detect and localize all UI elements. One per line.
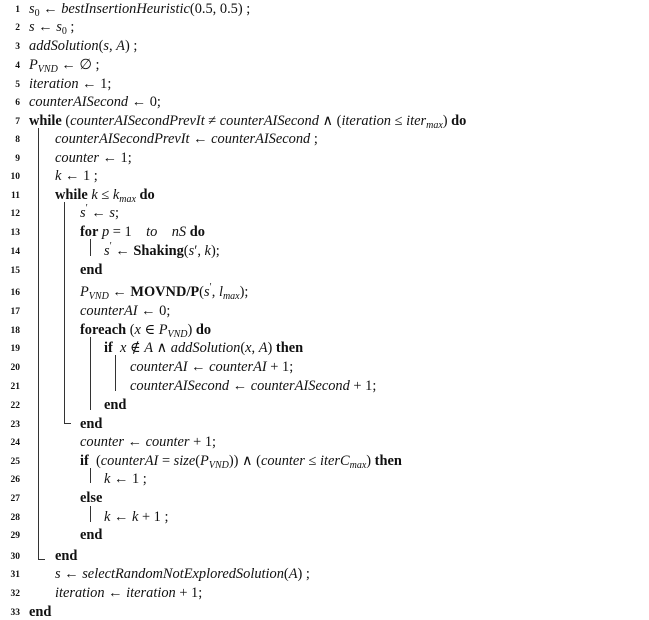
line-number: 8: [15, 135, 20, 145]
code-line: counter ← 1;: [55, 150, 132, 166]
block-rule-foot: [65, 423, 71, 424]
code-line: s ← selectRandomNotExploredSolution(A) ;: [55, 566, 310, 582]
code-line: PVND ← ∅ ;: [29, 57, 100, 75]
code-line: s ← s0 ;: [29, 19, 75, 37]
line-number: 28: [10, 513, 21, 523]
line-number: 5: [15, 80, 20, 90]
line-number: 26: [10, 475, 21, 485]
line-number: 33: [10, 608, 21, 618]
line-number: 15: [10, 266, 21, 276]
code-line: PVND ← MOVND/P(s′, lmax);: [80, 282, 249, 302]
code-line: end: [104, 397, 127, 413]
line-number: 30: [10, 552, 21, 562]
line-number: 9: [15, 154, 20, 164]
code-line: while (counterAISecondPrevIt ≠ counterAI…: [29, 113, 467, 131]
code-line: iteration ← 1;: [29, 76, 112, 92]
line-number: 31: [10, 570, 21, 580]
line-number: 19: [10, 344, 21, 354]
line-number: 3: [15, 42, 20, 52]
code-line: addSolution(s, A) ;: [29, 38, 138, 54]
line-number: 13: [10, 228, 21, 238]
line-number: 21: [10, 382, 21, 392]
block-rule: [90, 239, 91, 256]
line-number: 23: [10, 420, 21, 430]
code-line: for p = 1 to nS do: [80, 224, 205, 240]
line-number: 32: [10, 589, 21, 599]
line-number: 29: [10, 531, 21, 541]
block-rule: [38, 128, 45, 560]
line-number: 25: [10, 457, 21, 467]
line-number: 10: [10, 172, 21, 182]
block-rule: [90, 468, 91, 483]
block-rule: [90, 337, 91, 410]
code-line: end: [55, 548, 78, 564]
code-line: k ← 1 ;: [104, 471, 147, 487]
code-line: counterAI ← counterAI + 1;: [130, 359, 294, 375]
code-line: end: [29, 604, 52, 620]
line-number: 18: [10, 326, 21, 336]
line-number: 11: [11, 191, 20, 201]
code-line: end: [80, 527, 103, 543]
code-line: counterAISecond ← 0;: [29, 94, 161, 110]
code-line: while k ≤ kmax do: [55, 187, 155, 205]
code-line: s′ ← Shaking(s′, k);: [104, 241, 220, 259]
line-number: 7: [15, 117, 20, 127]
line-number: 2: [15, 23, 20, 33]
code-line: counterAI ← 0;: [80, 303, 171, 319]
line-number: 22: [10, 401, 21, 411]
block-rule-foot: [39, 559, 45, 560]
code-line: s′ ← s;: [80, 203, 119, 221]
line-number: 14: [10, 247, 21, 257]
code-line: end: [80, 416, 103, 432]
code-line: k ← 1 ;: [55, 168, 98, 184]
code-line: s0 ← bestInsertionHeuristic(0.5, 0.5) ;: [29, 1, 251, 19]
line-number: 27: [10, 494, 21, 504]
line-number: 6: [15, 98, 20, 108]
code-line: if x ∉ A ∧ addSolution(x, A) then: [104, 340, 304, 356]
code-line: if (counterAI = size(PVND)) ∧ (counter ≤…: [80, 453, 402, 471]
code-line: iteration ← iteration + 1;: [55, 585, 203, 601]
line-number: 17: [10, 307, 21, 317]
code-line: end: [80, 262, 103, 278]
line-number: 12: [10, 209, 21, 219]
block-rule: [115, 355, 116, 391]
code-line: k ← k + 1 ;: [104, 509, 169, 525]
line-number: 20: [10, 363, 21, 373]
line-number: 4: [15, 61, 20, 71]
code-line: counter ← counter + 1;: [80, 434, 217, 450]
block-rule: [64, 202, 71, 424]
code-line: counterAISecondPrevIt ← counterAISecond …: [55, 131, 318, 147]
line-number: 1: [15, 5, 20, 15]
line-number: 24: [10, 438, 21, 448]
code-line: counterAISecond ← counterAISecond + 1;: [130, 378, 377, 394]
block-rule: [90, 506, 91, 522]
code-line: else: [80, 490, 103, 506]
line-number: 16: [10, 288, 21, 298]
code-line: foreach (x ∈ PVND) do: [80, 322, 212, 340]
